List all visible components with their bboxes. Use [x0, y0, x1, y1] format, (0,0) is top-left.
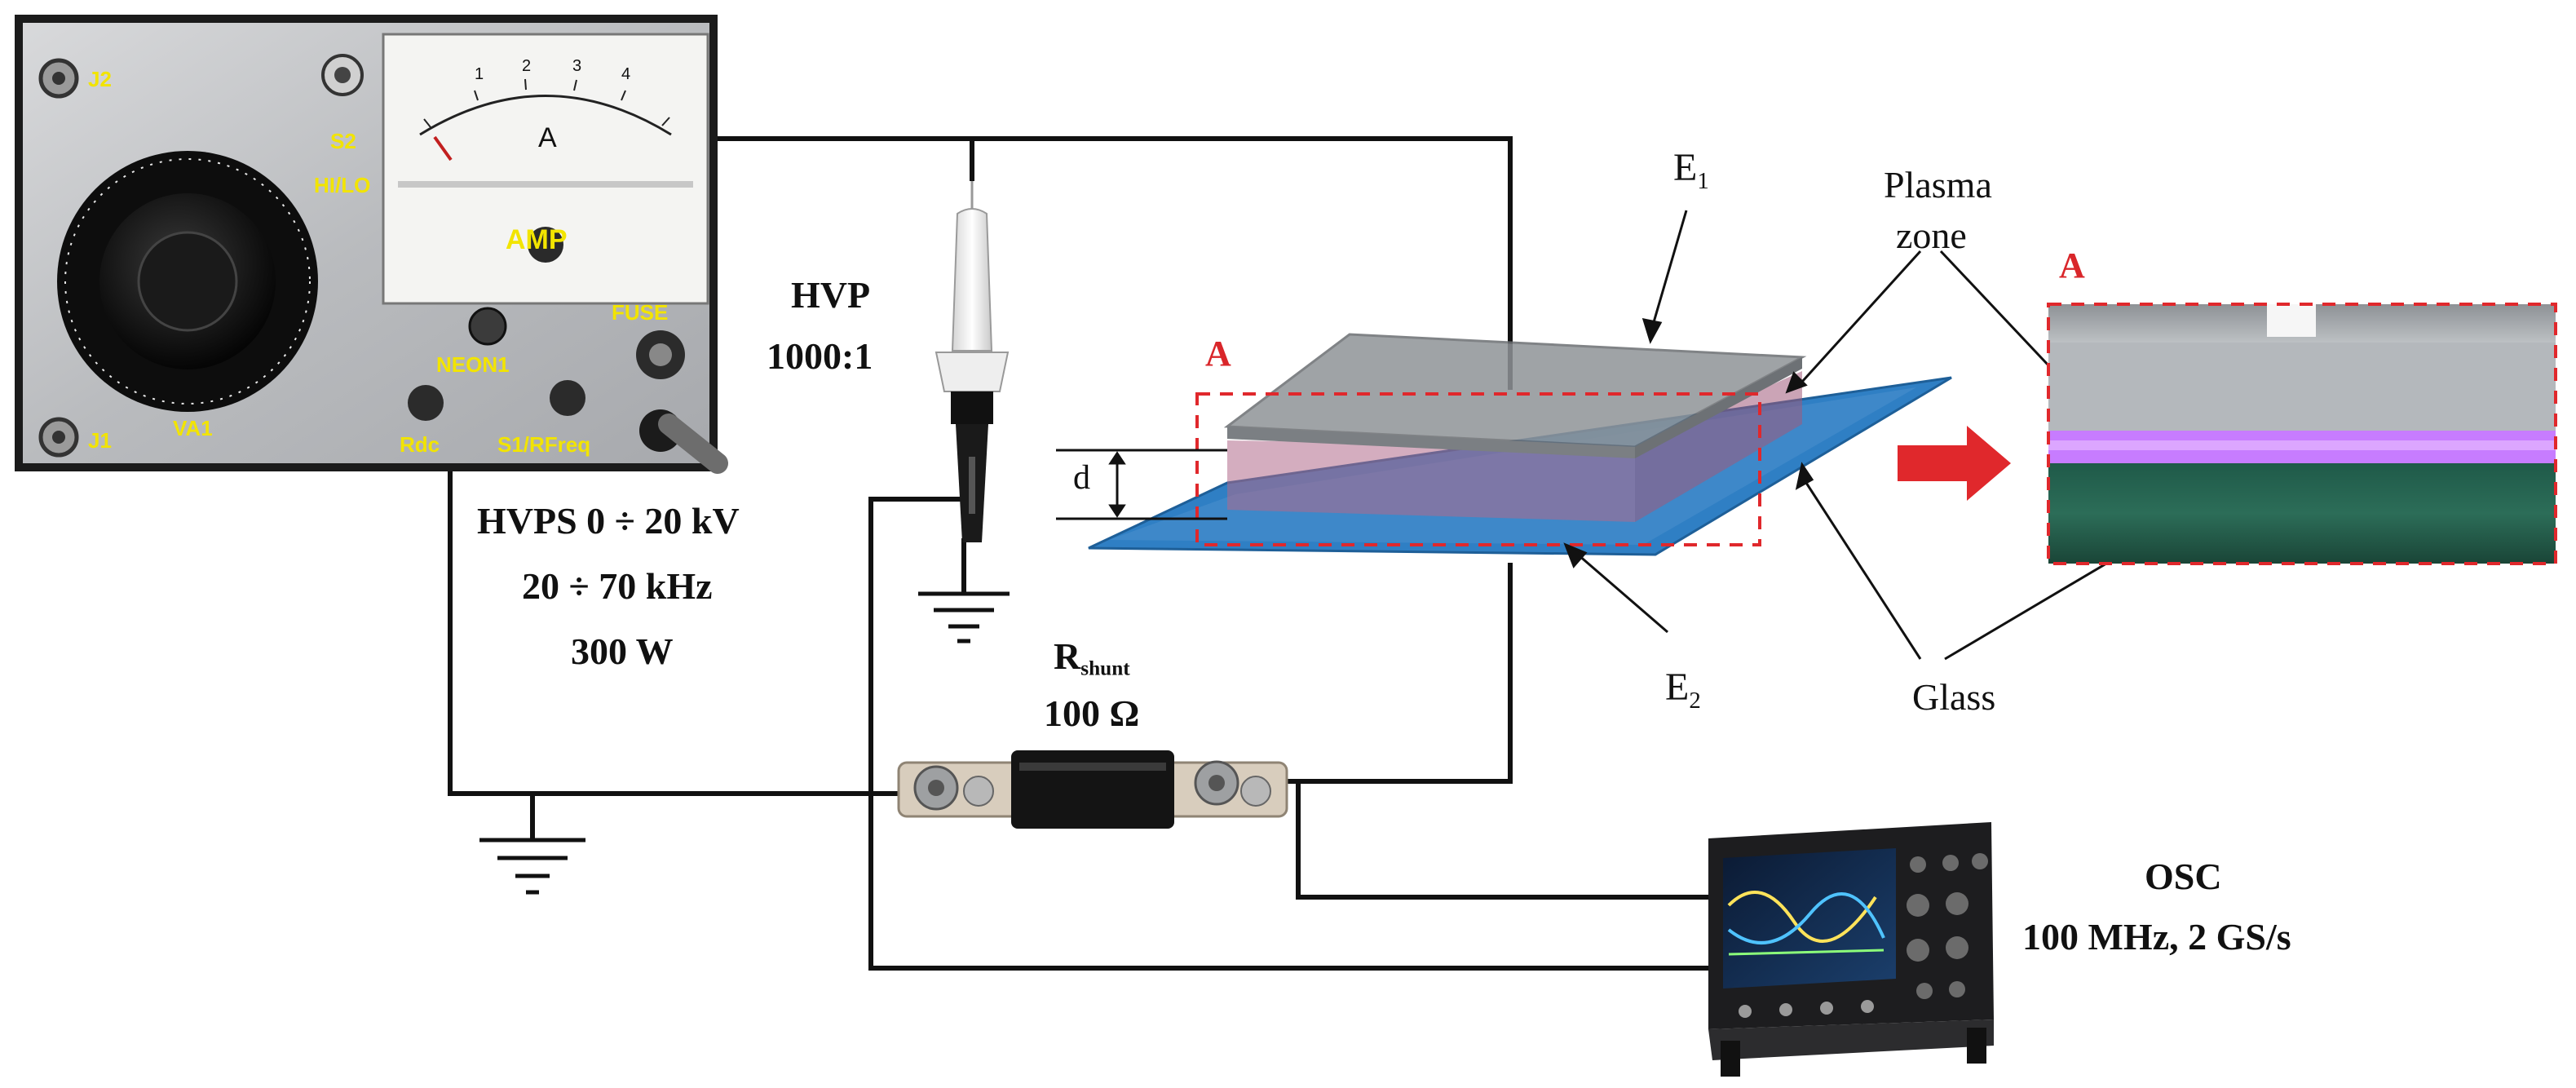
meter-tick-3: 3	[572, 57, 582, 75]
meter-scale-arc	[419, 95, 672, 136]
probe-name: HVP	[791, 274, 871, 316]
meter-tick-1: 1	[475, 65, 484, 83]
shunt-value: 100 Ω	[1044, 692, 1140, 734]
gap-dimension	[1056, 449, 1227, 520]
dbd-reactor	[1088, 333, 1952, 556]
zoom-inset-photo	[2047, 303, 2557, 565]
label-neon1: NEON1	[436, 352, 510, 377]
label-rdc: Rdc	[400, 432, 440, 457]
oscilloscope	[1708, 822, 1994, 1077]
probe-ratio: 1000:1	[767, 335, 873, 377]
plasma-label-line2: zone	[1896, 215, 1967, 256]
electrode-e1-label: E1	[1673, 145, 1709, 195]
label-j1: J1	[88, 428, 112, 453]
pointer-arrows	[1563, 210, 2239, 661]
zoom-label-a: A	[1205, 334, 1231, 374]
plasma-label-line1: Plasma	[1884, 164, 1992, 206]
label-s2: S2	[330, 129, 356, 153]
plasma-volume-front	[1227, 440, 1635, 522]
osc-name: OSC	[2145, 856, 2222, 897]
hv-power-supply	[15, 15, 728, 474]
s1-knob	[550, 380, 585, 416]
wiring	[448, 136, 1708, 971]
e2-letter: E	[1665, 666, 1690, 709]
shunt-label: Rshunt	[1054, 635, 1130, 681]
glass-label: Glass	[1912, 676, 1996, 718]
shunt-resistor	[897, 750, 1288, 829]
rdc-knob	[408, 385, 444, 421]
e1-subscript: 1	[1697, 168, 1709, 195]
label-j2: J2	[88, 67, 112, 91]
ground-symbol-left	[479, 838, 585, 895]
electrode-e2-label: E2	[1665, 665, 1701, 714]
meter-needle	[433, 135, 453, 161]
wire-top-hv	[718, 136, 1513, 390]
label-fuse: FUSE	[612, 300, 669, 325]
hvps-caption-line1: HVPS 0 ÷ 20 kV	[477, 500, 740, 542]
gap-label-d: d	[1073, 459, 1090, 497]
zoom-arrow	[1898, 426, 2011, 501]
e2-subscript: 2	[1689, 688, 1701, 714]
meter-unit: A	[538, 122, 557, 153]
ground-symbol-probe	[918, 591, 1010, 644]
label-hilo: HI/LO	[314, 173, 371, 197]
e1-letter: E	[1673, 146, 1698, 189]
shunt-symbol: R	[1054, 635, 1081, 677]
wire-e2-return	[1287, 563, 1513, 784]
label-amp: AMP	[506, 224, 568, 255]
osc-screen	[1723, 848, 1896, 988]
shunt-subscript: shunt	[1080, 657, 1130, 680]
meter-tick-2: 2	[522, 57, 532, 75]
wire-left-ground	[448, 461, 899, 796]
neon-lamp	[468, 307, 507, 346]
hv-probe	[935, 181, 1010, 542]
label-s1-rfreq: S1/RFreq	[497, 432, 591, 457]
osc-spec: 100 MHz, 2 GS/s	[2022, 916, 2291, 958]
meter-tick-4: 4	[621, 65, 631, 83]
meter-screw	[528, 227, 563, 263]
inset-label-a: A	[2059, 245, 2085, 285]
wire-shunt-to-osc	[1296, 781, 1708, 900]
zoom-box-a	[1195, 392, 1761, 546]
wire-probe-to-osc	[868, 497, 1708, 971]
hvps-caption-line3: 300 W	[571, 630, 674, 672]
hvps-caption-line2: 20 ÷ 70 kHz	[522, 565, 713, 607]
label-va1: VA1	[173, 416, 213, 440]
output-cable	[658, 414, 728, 474]
ammeter	[382, 33, 709, 305]
